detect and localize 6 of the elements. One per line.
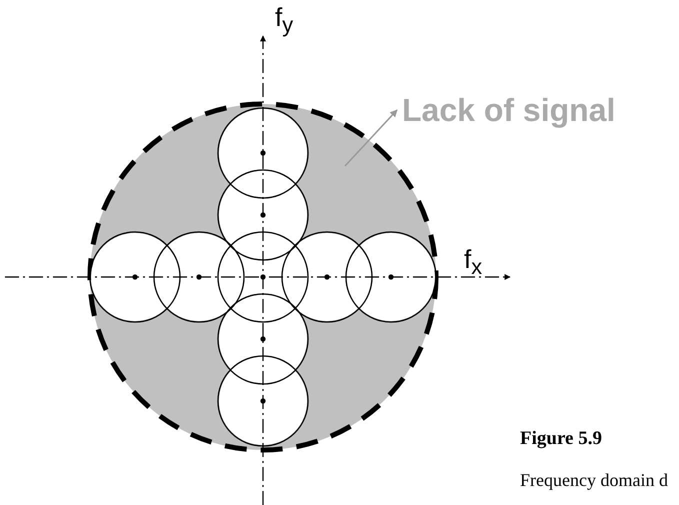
axis-label: f$_{y}$ (275, 2, 294, 40)
annotation-text: Lack of signal (402, 90, 616, 130)
axis-label: f$_{x}$ (464, 244, 482, 282)
leader-arrow (344, 109, 398, 166)
figure-title: Figure 5.9 (520, 428, 602, 450)
figure-caption: Frequency domain d (520, 470, 668, 491)
